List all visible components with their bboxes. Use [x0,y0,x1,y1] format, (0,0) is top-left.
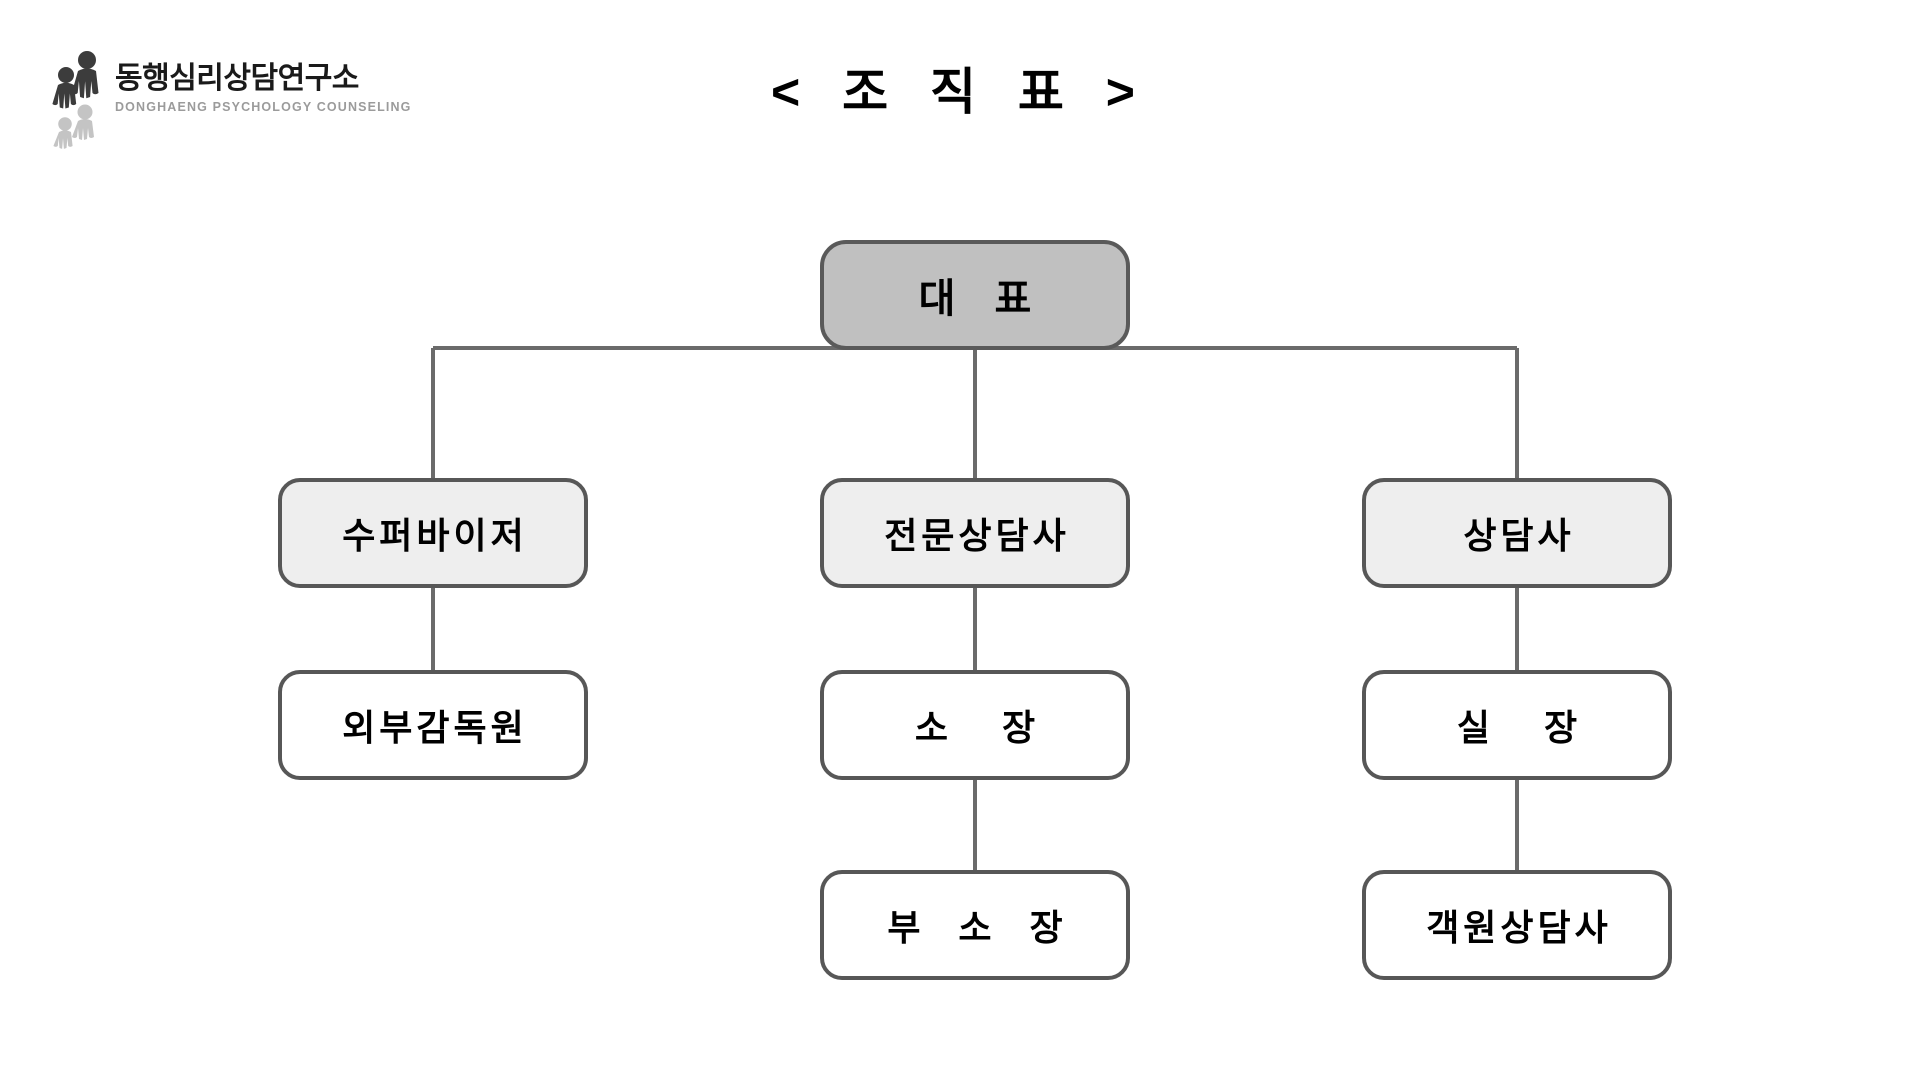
company-logo: 동행심리상담연구소 DONGHAENG PSYCHOLOGY COUNSELIN… [45,42,412,150]
page-title: < 조 직 표 > [771,64,1149,120]
org-node-label: 대 표 [918,277,1046,321]
two-people-figures-icon [52,51,99,149]
logo-name-ko: 동행심리상담연구소 [115,62,359,95]
org-node-director[interactable]: 소 장 [820,670,1130,780]
org-node-label: 실 장 [1456,707,1600,748]
logo-text-block: 동행심리상담연구소 DONGHAENG PSYCHOLOGY COUNSELIN… [115,42,412,114]
org-node-pro-counselor[interactable]: 전문상담사 [820,478,1130,588]
org-node-label: 외부감독원 [342,707,528,748]
org-node-label: 부 소 장 [887,907,1077,948]
org-node-guest-counselor[interactable]: 객원상담사 [1362,870,1672,980]
org-node-head[interactable]: 실 장 [1362,670,1672,780]
org-node-ext-supervisor[interactable]: 외부감독원 [278,670,588,780]
org-node-label: 객원상담사 [1426,907,1612,948]
org-node-supervisor[interactable]: 수퍼바이저 [278,478,588,588]
org-node-counselor[interactable]: 상담사 [1362,478,1672,588]
org-node-label: 전문상담사 [884,515,1070,556]
org-node-vice-director[interactable]: 부 소 장 [820,870,1130,980]
org-node-label: 상담사 [1463,515,1575,556]
org-node-label: 수퍼바이저 [342,515,528,556]
org-node-ceo[interactable]: 대 표 [820,240,1130,350]
logo-name-en: DONGHAENG PSYCHOLOGY COUNSELING [115,100,412,114]
org-node-label: 소 장 [914,707,1058,748]
